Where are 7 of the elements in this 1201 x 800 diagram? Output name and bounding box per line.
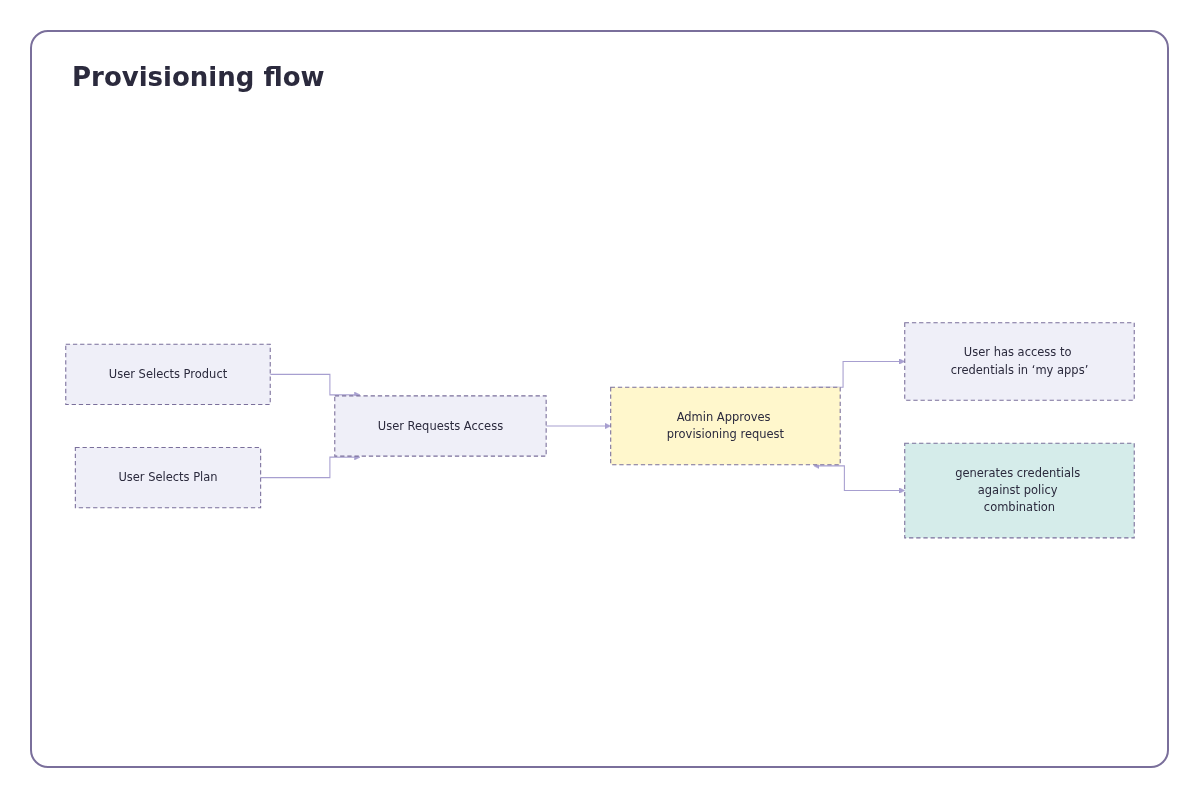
node-box: User Selects Product (65, 343, 271, 405)
node-box: User Selects Plan (74, 446, 262, 508)
node-box: User Requests Access (334, 395, 547, 457)
node-box: Admin Approves provisioning request (610, 386, 841, 465)
node-box: generates credentials against policy combination (904, 442, 1135, 539)
node-box: User has access to credentials in ‘my apps’ (904, 321, 1135, 401)
diagram-title: Provisioning flow (72, 62, 325, 92)
